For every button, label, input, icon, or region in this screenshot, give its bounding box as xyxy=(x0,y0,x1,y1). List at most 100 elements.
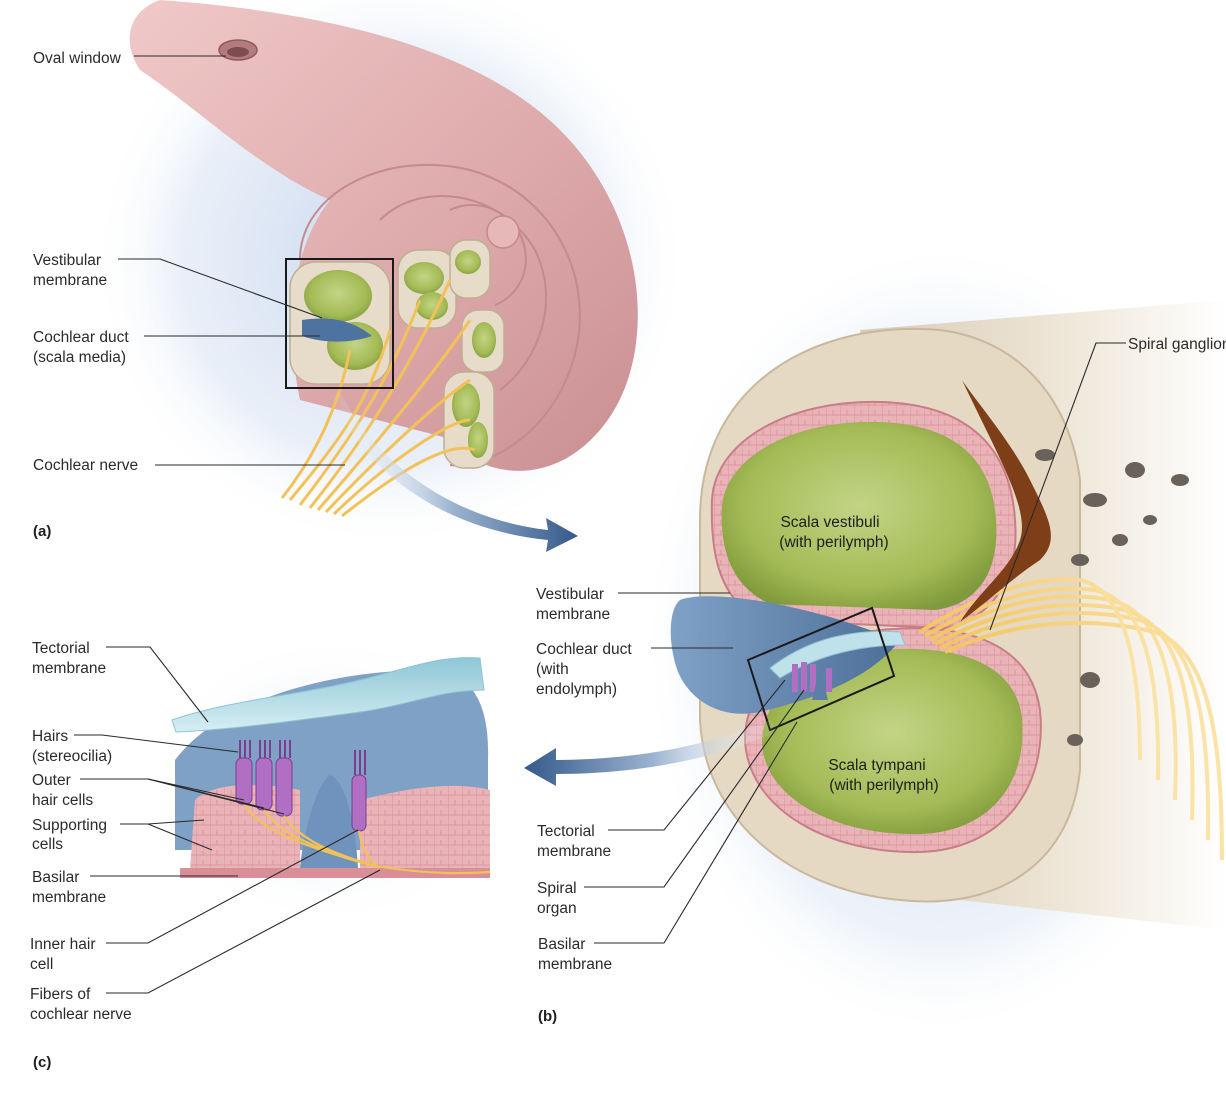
cross-section-2-green xyxy=(404,262,444,294)
label-cochlear-duct-b-line3: endolymph) xyxy=(536,681,617,698)
nerve-fiber xyxy=(316,319,472,511)
label-spiral-organ-line2: organ xyxy=(537,900,577,917)
label-basilar-membrane-c-line1: Basilar xyxy=(32,869,79,886)
label-scala-tympani-line2: (with perilymph) xyxy=(829,777,938,794)
nerve-fiber xyxy=(923,586,1161,781)
outer-hair-cells-c xyxy=(235,757,293,817)
label-supporting-cells-line2: cells xyxy=(32,836,63,853)
label-spiral-ganglion: Spiral ganglion xyxy=(1128,336,1226,353)
cochlea-shell xyxy=(129,0,638,471)
label-cochlear-duct-b-line2: (with xyxy=(536,661,569,678)
scala-vestibuli xyxy=(721,421,997,610)
label-fibers-cochlear-nerve-line1: Fibers of xyxy=(30,986,91,1003)
label-vestibular-membrane-a-line1: Vestibular xyxy=(33,252,101,269)
nerve-fiber xyxy=(341,446,476,518)
nerve-fiber xyxy=(280,349,352,499)
panel-tag-b: (b) xyxy=(538,1008,557,1025)
leader-outer-hair-cell-3 xyxy=(147,778,285,815)
label-outer-hair-cells-line1: Outer xyxy=(32,772,71,789)
label-cochlear-duct-b-line1: Cochlear duct xyxy=(536,641,632,658)
label-tectorial-membrane-c-line2: membrane xyxy=(32,660,106,677)
tectorial-membrane-c xyxy=(171,657,485,733)
cross-section-4-green xyxy=(472,322,496,358)
nerve-fiber xyxy=(283,815,381,869)
leader-lines xyxy=(74,55,1126,994)
label-vestibular-membrane-a-line2: membrane xyxy=(33,272,107,289)
bone-pore xyxy=(1083,493,1107,507)
outer-hair-cell xyxy=(235,757,253,805)
label-scala-vestibuli-line2: (with perilymph) xyxy=(779,534,888,551)
panel-b-illustration xyxy=(524,240,1226,1040)
cochlea-turn-outer xyxy=(299,163,581,467)
label-outer-hair-cells-line2: hair cells xyxy=(32,792,93,809)
panel-tag-a: (a) xyxy=(33,523,51,540)
label-cochlear-nerve-a: Cochlear nerve xyxy=(33,457,138,474)
organ-tunnel xyxy=(812,668,828,700)
leader-tectorial-membrane-b xyxy=(608,679,786,831)
label-inner-hair-cell-line1: Inner hair xyxy=(30,936,95,953)
cochlea-turn-middle xyxy=(379,195,547,391)
organ-cell xyxy=(801,662,807,692)
nerve-fiber xyxy=(298,299,422,506)
zoom-box-a xyxy=(285,258,394,389)
label-spiral-organ-line1: Spiral xyxy=(537,880,577,897)
arrow-b-to-c xyxy=(524,720,780,786)
zoom-box-b xyxy=(746,606,896,732)
leader-spiral-organ-b xyxy=(584,689,805,888)
arrow-a-to-b xyxy=(330,392,578,552)
label-hairs-line1: Hairs xyxy=(32,728,68,745)
organ-cell xyxy=(826,668,832,692)
label-fibers-cochlear-nerve-line2: cochlear nerve xyxy=(30,1006,132,1023)
bone-pore xyxy=(1171,474,1189,486)
bone-pores xyxy=(1035,449,1189,746)
label-basilar-membrane-b-line2: membrane xyxy=(538,956,612,973)
bone-pore xyxy=(1071,554,1089,566)
cochlea-turn-inner xyxy=(449,204,527,306)
cross-section-5-green-b xyxy=(468,422,488,458)
outer-hair-cell xyxy=(275,757,293,817)
spiral-ganglion xyxy=(960,380,1051,622)
label-scala-tympani-line1: Scala tympani xyxy=(828,757,925,774)
leader-fibers-cochlear-nerve xyxy=(106,869,381,994)
leader-basilar-membrane-b xyxy=(594,721,798,944)
bone-pore xyxy=(1080,672,1100,688)
label-tectorial-membrane-b-line1: Tectorial xyxy=(537,823,595,840)
label-oval-window: Oval window xyxy=(33,50,122,67)
cross-section-5-green xyxy=(452,383,480,427)
leader-vestibular-membrane-a xyxy=(118,258,323,319)
nerve-fiber xyxy=(308,279,452,509)
panel-a-illustration xyxy=(90,0,690,552)
label-scala-vestibuli-line1: Scala vestibuli xyxy=(780,514,879,531)
nerve-fiber xyxy=(357,830,379,869)
cochlea-cross-sections xyxy=(289,239,505,469)
nerve-fiber xyxy=(939,611,1211,841)
labels: Oval window Vestibular membrane Cochlear… xyxy=(30,50,1226,1071)
cochlea-apex xyxy=(486,215,520,249)
nerve-fiber xyxy=(332,418,471,516)
supporting-cells-c-right xyxy=(360,785,490,870)
organ-cell xyxy=(792,664,798,692)
nerve-fiber xyxy=(944,620,1224,861)
bone-pore xyxy=(1143,515,1157,525)
organ-cell xyxy=(810,664,816,692)
leader-inner-hair-cell xyxy=(106,829,359,944)
label-inner-hair-cell-line2: cell xyxy=(30,956,53,973)
stereocilia-c xyxy=(239,740,366,775)
bone-pore xyxy=(1112,534,1128,546)
label-vestibular-membrane-b-line1: Vestibular xyxy=(536,586,604,603)
leader-hairs xyxy=(74,734,239,753)
leader-tectorial-membrane-c xyxy=(106,646,209,723)
bone-pore xyxy=(1125,462,1145,478)
scala-tympani xyxy=(762,648,1023,835)
cross-section-green-upper xyxy=(304,270,372,322)
label-basilar-membrane-c-line2: membrane xyxy=(32,889,106,906)
leader-supporting-cells-2 xyxy=(147,823,213,851)
bone-pore xyxy=(1067,734,1083,746)
inner-hair-cell-c xyxy=(351,774,367,832)
panel-tag-c: (c) xyxy=(33,1054,51,1071)
oval-window-inner xyxy=(227,47,249,57)
bone-pore xyxy=(1035,449,1055,461)
label-supporting-cells-line1: Supporting xyxy=(32,817,107,834)
outer-hair-cell xyxy=(255,757,273,811)
